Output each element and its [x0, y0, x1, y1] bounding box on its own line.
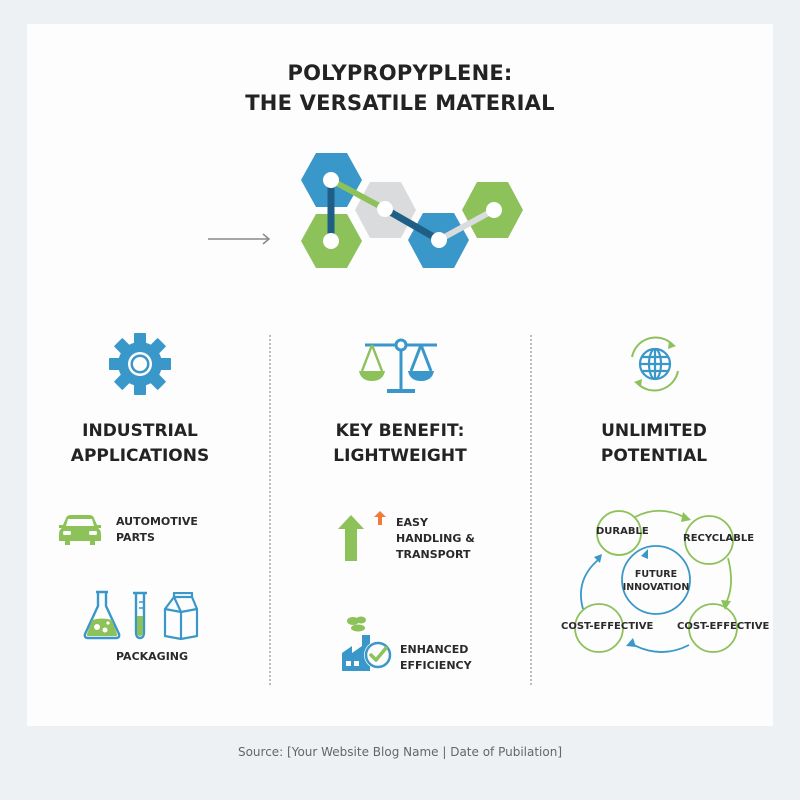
page-title: POLYPROPYPLENE: THE VERSATILE MATERIAL	[0, 58, 800, 118]
cycle-diagram	[574, 509, 738, 653]
cycle-center-future-innovation: FUTURE INNOVATION	[622, 569, 690, 593]
factory-check-icon	[342, 616, 392, 671]
item-packaging: PACKAGING	[116, 650, 189, 663]
car-icon	[59, 515, 101, 545]
title-line-2: THE VERSATILE MATERIAL	[245, 91, 555, 115]
cycle-node-cost-effective-right: COST-EFFECTIVE	[677, 621, 770, 632]
arrow-right-icon	[208, 233, 271, 245]
globe-refresh-icon	[631, 336, 679, 392]
balance-scale-icon	[359, 338, 437, 393]
column-divider-2	[530, 335, 532, 685]
heading-industrial-applications: INDUSTRIAL APPLICATIONS	[70, 421, 210, 466]
test-tube-icon	[133, 591, 147, 640]
source-caption: Source: [Your Website Blog Name | Date o…	[237, 745, 563, 759]
column-divider-1	[269, 335, 271, 685]
cycle-node-cost-effective-left: COST-EFFECTIVE	[561, 621, 654, 632]
item-enhanced-efficiency: ENHANCED EFFICIENCY	[400, 643, 472, 672]
cycle-node-durable: DURABLE	[596, 526, 649, 537]
item-automotive-parts: AUTOMOTIVE PARTS	[116, 515, 198, 544]
gear-icon	[109, 333, 171, 395]
cycle-node-recyclable: RECYCLABLE	[683, 533, 755, 544]
item-easy-handling: EASY HANDLING & TRANSPORT	[396, 516, 475, 561]
up-arrow-icon	[338, 511, 386, 561]
heading-unlimited-potential: UNLIMITED POTENTIAL	[600, 421, 708, 466]
milk-carton-icon	[163, 592, 199, 640]
title-line-1: POLYPROPYPLENE:	[287, 61, 513, 85]
molecule-hexagon-chain-icon	[208, 153, 523, 268]
heading-key-benefit: KEY BENEFIT: LIGHTWEIGHT	[333, 421, 467, 466]
flask-icon	[83, 590, 121, 640]
